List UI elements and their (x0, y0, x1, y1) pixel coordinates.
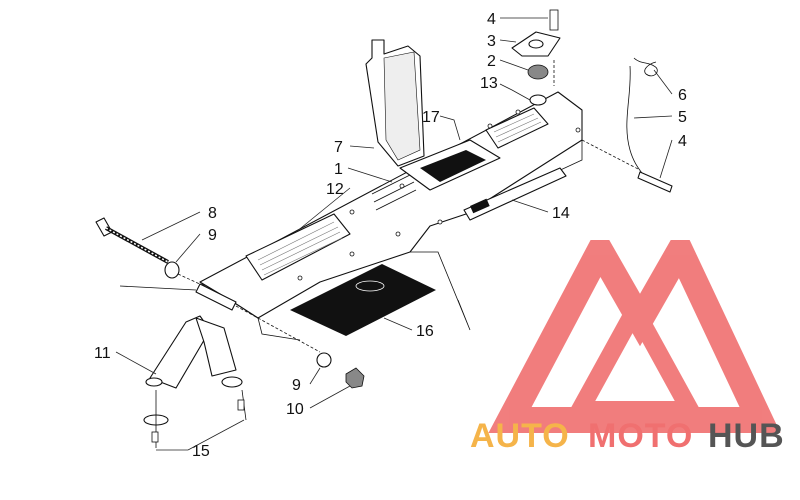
callout-12: 12 (326, 181, 344, 198)
callout-13: 13 (480, 75, 498, 92)
knee-pad (365, 39, 425, 167)
callout-labels: 4 3 2 13 6 5 4 17 7 1 12 8 9 14 16 11 9 … (94, 11, 687, 460)
callout-8: 8 (208, 205, 217, 222)
callout-4-top: 4 (487, 11, 496, 28)
callout-16: 16 (416, 323, 434, 340)
watermark-triangle-icon (488, 240, 781, 433)
watermark-word-auto: AUTO (470, 417, 570, 455)
callout-17: 17 (422, 109, 440, 126)
decal-17 (399, 139, 501, 191)
decal-12 (245, 213, 351, 281)
callout-9-left: 9 (208, 227, 217, 244)
decal-16 (290, 264, 436, 336)
callout-14: 14 (552, 205, 570, 222)
callout-1: 1 (334, 161, 343, 178)
callout-7: 7 (334, 139, 343, 156)
automotohub-watermark-logo: AUTO MOTO HUB (470, 240, 785, 455)
callout-3: 3 (487, 33, 496, 50)
tether-switch (581, 57, 673, 193)
decal-13 (485, 107, 549, 149)
callout-6: 6 (678, 87, 687, 104)
watermark-word-moto: MOTO (588, 417, 693, 455)
leader-lines (115, 17, 673, 451)
callout-9-bottom: 9 (292, 377, 301, 394)
callout-11: 11 (94, 345, 111, 362)
bolt-assembly-left (95, 217, 205, 287)
pivot-tube (119, 283, 321, 353)
callout-4-right: 4 (678, 133, 687, 150)
callout-2: 2 (487, 53, 496, 70)
mount-bracket (143, 315, 247, 448)
watermark-word-hub: HUB (708, 417, 785, 455)
callout-5: 5 (678, 109, 687, 126)
callout-10: 10 (286, 401, 304, 418)
bolt-assembly-right (316, 352, 365, 389)
fastener-stack-top (511, 9, 561, 106)
callout-15: 15 (192, 443, 210, 460)
decal-14 (463, 167, 567, 221)
